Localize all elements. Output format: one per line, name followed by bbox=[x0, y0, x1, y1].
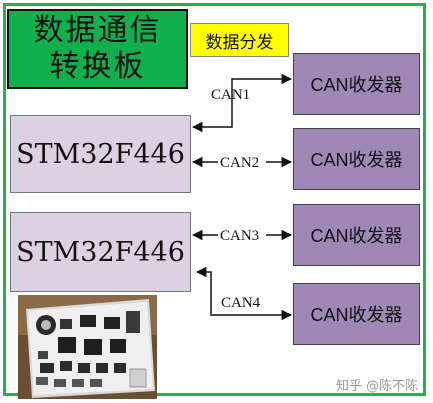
mcu-box-2: STM32F446 bbox=[10, 212, 191, 292]
can3-label: CAN3 bbox=[220, 228, 259, 244]
distribution-label: 数据分发 bbox=[190, 23, 289, 57]
transceiver-box-2: CAN收发器 bbox=[293, 128, 420, 190]
mcu-box-1: STM32F446 bbox=[10, 115, 191, 193]
transceiver-box-4: CAN收发器 bbox=[293, 283, 420, 345]
can2-label: CAN2 bbox=[220, 155, 259, 171]
diagram-frame bbox=[3, 3, 426, 396]
can4-label: CAN4 bbox=[221, 295, 261, 311]
watermark-text: 知乎 @陈不陈 bbox=[336, 379, 419, 394]
can1-wire bbox=[191, 73, 293, 133]
transceiver-box-3: CAN收发器 bbox=[293, 204, 420, 266]
pcb-board-image bbox=[18, 295, 157, 399]
title-box: 数据通信 转换板 bbox=[7, 9, 188, 89]
title-line-1: 数据通信 bbox=[33, 13, 162, 48]
can4-wire bbox=[195, 266, 293, 321]
can1-label: CAN1 bbox=[211, 87, 250, 103]
title-line-2: 转换板 bbox=[49, 49, 146, 84]
transceiver-box-1: CAN收发器 bbox=[293, 53, 420, 115]
